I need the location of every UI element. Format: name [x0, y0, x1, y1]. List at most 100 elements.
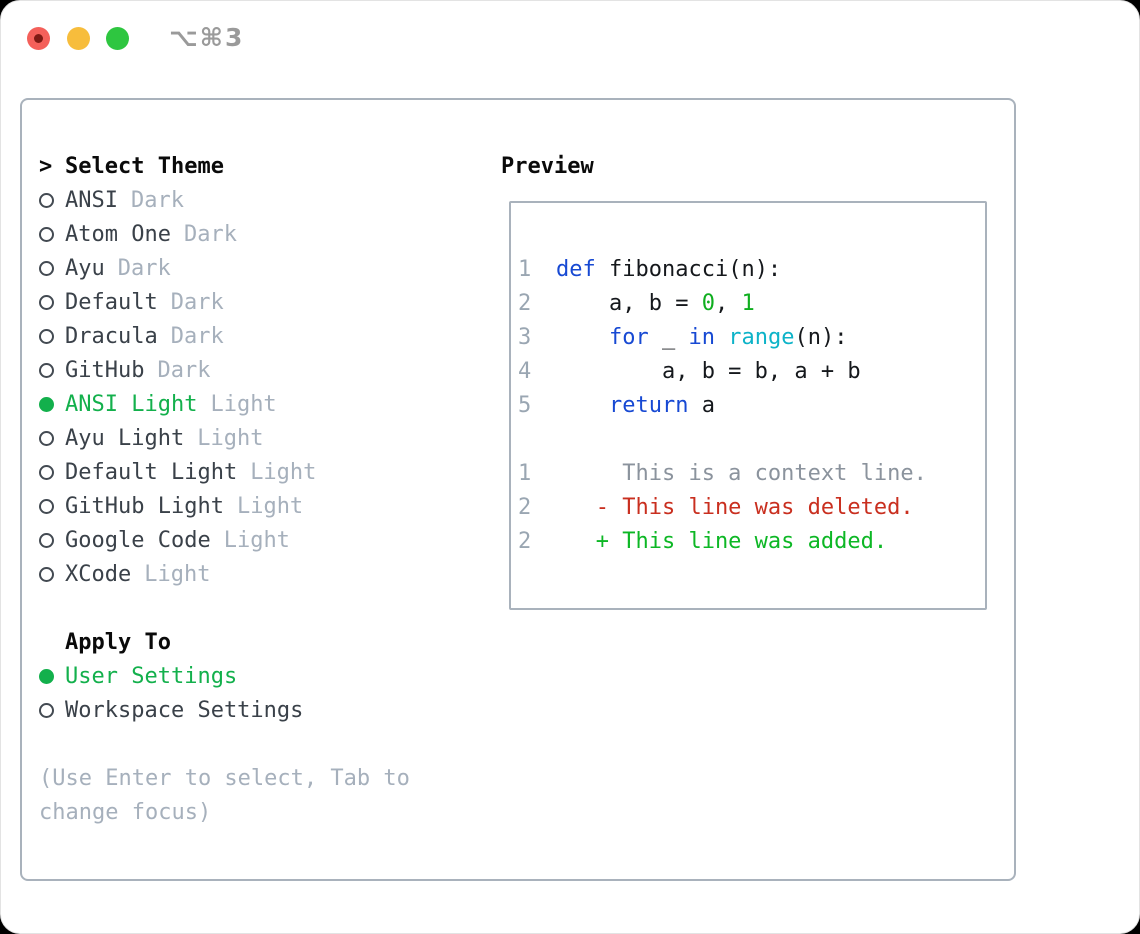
theme-variant: Dark — [117, 255, 171, 281]
theme-option[interactable]: ANSI Light Light — [39, 387, 439, 421]
theme-name: Ayu Light — [65, 425, 185, 451]
code-token: 0 — [701, 290, 715, 316]
theme-name: Google Code — [65, 527, 211, 553]
line-content: return a — [556, 393, 715, 418]
radio-icon — [39, 192, 65, 208]
code-token: _ — [648, 324, 689, 350]
theme-option[interactable]: Dracula Dark — [39, 319, 439, 353]
theme-variant: Light — [223, 527, 290, 553]
diff-line: 2 + This line was added. — [518, 524, 985, 558]
theme-name: XCode — [65, 561, 132, 587]
theme-name: Ayu — [65, 255, 105, 281]
theme-variant: Light — [210, 391, 277, 417]
line-content: a, b = 0, 1 — [556, 291, 755, 316]
radio-icon — [39, 328, 65, 344]
code-token — [556, 325, 609, 350]
theme-variant: Dark — [170, 289, 224, 315]
code-token: a — [688, 392, 715, 418]
radio-icon — [39, 498, 65, 514]
apply-to-label: Workspace Settings — [65, 697, 304, 723]
radio-icon — [39, 430, 65, 446]
code-token: + This line was added. — [556, 528, 888, 554]
radio-icon — [39, 294, 65, 310]
theme-variant: Light — [250, 459, 317, 485]
theme-option[interactable]: ANSI Dark — [39, 183, 439, 217]
theme-option[interactable]: XCode Light — [39, 557, 439, 591]
code-token — [715, 325, 728, 350]
line-number: 5 — [518, 392, 532, 418]
code-token: range — [728, 324, 795, 350]
theme-name: Default Light — [65, 459, 238, 485]
code-token — [556, 393, 609, 418]
theme-variant: Dark — [170, 323, 224, 349]
theme-name: Dracula — [65, 323, 158, 349]
line-number: 4 — [518, 358, 532, 384]
theme-option[interactable]: Default Light Light — [39, 455, 439, 489]
radio-selected-icon — [39, 396, 65, 412]
radio-icon — [39, 532, 65, 548]
code-token: for — [608, 324, 649, 350]
theme-name: ANSI Light — [65, 391, 198, 417]
code-line: 5 return a — [518, 388, 985, 422]
line-content: This is a context line. — [556, 461, 927, 486]
line-content: - This line was deleted. — [556, 495, 914, 520]
radio-selected-icon — [39, 668, 65, 684]
radio-icon — [39, 226, 65, 242]
theme-name: Atom One — [65, 221, 171, 247]
theme-name: GitHub Light — [65, 493, 224, 519]
theme-name: ANSI — [65, 187, 118, 213]
select-theme-header: > Select Theme — [39, 153, 224, 179]
line-number: 2 — [518, 528, 532, 554]
code-line: 2 a, b = 0, 1 — [518, 286, 985, 320]
code-token: a, b = b, a + b — [556, 358, 861, 384]
line-number: 3 — [518, 324, 532, 350]
theme-option[interactable]: Google Code Light — [39, 523, 439, 557]
zoom-button[interactable] — [106, 27, 129, 50]
theme-option[interactable]: Ayu Dark — [39, 251, 439, 285]
theme-variant: Dark — [157, 357, 211, 383]
cursor-arrow-icon: > — [39, 153, 53, 179]
code-token: in — [688, 324, 715, 350]
code-token: def — [556, 256, 596, 282]
diff-line: 2 - This line was deleted. — [518, 490, 985, 524]
line-number: 2 — [518, 290, 532, 316]
radio-icon — [39, 362, 65, 378]
code-token: (n): — [794, 324, 848, 350]
code-token: This is a context line. — [556, 460, 927, 486]
line-number: 2 — [518, 494, 532, 520]
radio-icon — [39, 464, 65, 480]
code-token: fibonacci(n): — [595, 256, 782, 282]
code-token: a, b = — [556, 290, 702, 316]
code-token: - This line was deleted. — [556, 494, 914, 520]
line-content: for _ in range(n): — [556, 325, 847, 350]
apply-to-option[interactable]: Workspace Settings — [39, 693, 439, 727]
theme-option[interactable]: GitHub Dark — [39, 353, 439, 387]
theme-variant: Dark — [130, 187, 184, 213]
theme-variant: Light — [144, 561, 211, 587]
code-line: 3 for _ in range(n): — [518, 320, 985, 354]
code-line: 1 def fibonacci(n): — [518, 252, 985, 286]
unsaved-indicator-icon — [34, 34, 43, 43]
apply-to-option[interactable]: User Settings — [39, 659, 439, 693]
theme-option[interactable]: Atom One Dark — [39, 217, 439, 251]
line-content: a, b = b, a + b — [556, 359, 861, 384]
code-token: 1 — [741, 290, 755, 316]
theme-name: Default — [65, 289, 158, 315]
line-content: def fibonacci(n): — [556, 257, 781, 282]
theme-variant: Dark — [183, 221, 237, 247]
theme-option[interactable]: Default Dark — [39, 285, 439, 319]
line-number: 1 — [518, 256, 532, 282]
apply-to-header: Apply To — [65, 629, 171, 655]
minimize-button[interactable] — [67, 27, 90, 50]
code-line: 4 a, b = b, a + b — [518, 354, 985, 388]
theme-name: GitHub — [65, 357, 145, 383]
line-number: 1 — [518, 460, 532, 486]
close-button[interactable] — [27, 27, 50, 50]
